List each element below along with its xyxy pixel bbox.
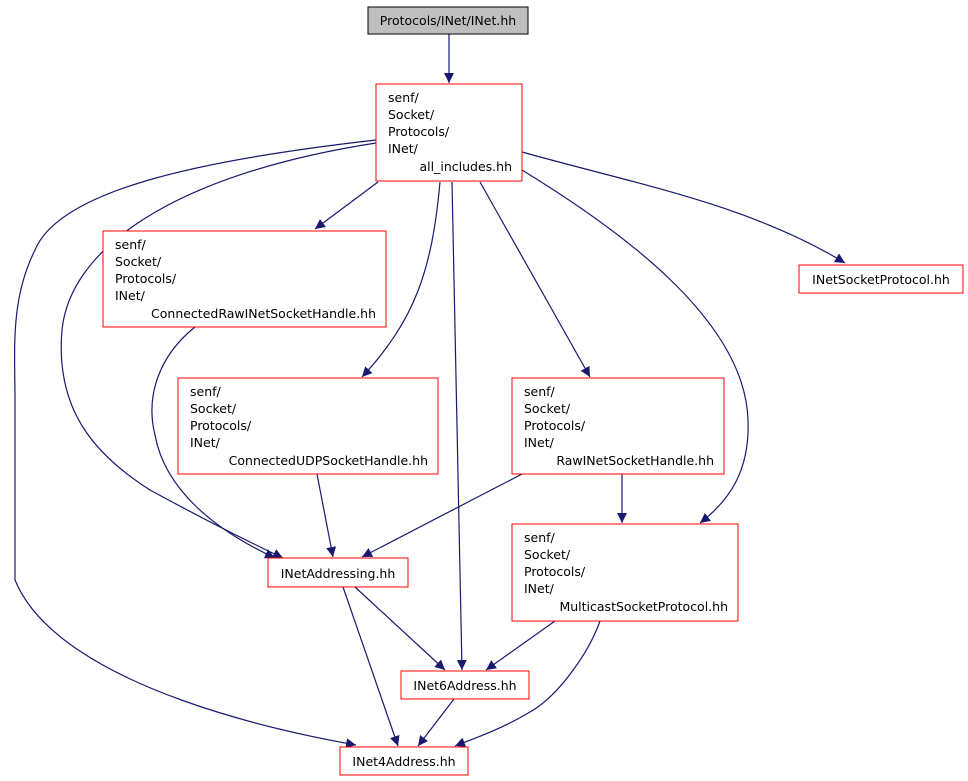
edge-all-includes-to-connected-raw xyxy=(314,181,379,230)
edge-inet-addressing-to-inet4 xyxy=(342,586,400,747)
node-root[interactable]: Protocols/INet/INet.hh xyxy=(367,6,529,35)
node-connected-raw-line: senf/ xyxy=(115,237,147,252)
node-all-includes-line: INet/ xyxy=(388,141,419,156)
node-connected-raw-line: Protocols/ xyxy=(115,271,177,286)
node-connected-raw-line: Socket/ xyxy=(115,254,162,269)
edge-connected-udp-to-inet-addressing xyxy=(316,473,337,558)
edge-all-includes-to-inet-addressing xyxy=(60,142,377,559)
node-connected-udp-line: Protocols/ xyxy=(190,418,252,433)
edge-multicast-to-inet6 xyxy=(485,620,556,671)
edge-inet-addressing-to-inet6 xyxy=(354,586,446,671)
node-raw-inet-line: senf/ xyxy=(524,384,556,399)
node-inet-addressing-label: INetAddressing.hh xyxy=(281,566,396,581)
edge-all-includes-to-connected-udp xyxy=(361,181,441,378)
node-root-label: Protocols/INet/INet.hh xyxy=(380,13,516,28)
node-multicast-line: MulticastSocketProtocol.hh xyxy=(559,599,728,614)
node-all-includes-line: senf/ xyxy=(388,90,420,105)
edge-inet6-to-inet4 xyxy=(417,698,455,747)
node-connected-udp-line: ConnectedUDPSocketHandle.hh xyxy=(229,453,428,468)
node-inet-socket-protocol[interactable]: INetSocketProtocol.hh xyxy=(798,264,964,294)
node-multicast-socket-protocol[interactable]: senf/ Socket/ Protocols/ INet/ Multicast… xyxy=(511,523,739,622)
edge-all-includes-to-raw-inet xyxy=(479,181,591,378)
edges xyxy=(13,34,846,749)
node-inet6-label: INet6Address.hh xyxy=(413,678,516,693)
node-connected-raw-line: INet/ xyxy=(115,288,146,303)
edge-connected-raw-to-inet-addressing xyxy=(151,326,276,559)
edge-all-includes-to-inet-socket-protocol xyxy=(521,151,846,264)
edge-all-includes-to-inet6 xyxy=(451,181,467,671)
node-multicast-line: Protocols/ xyxy=(524,564,586,579)
node-multicast-line: Socket/ xyxy=(524,547,571,562)
edge-multicast-to-inet4 xyxy=(454,620,601,747)
node-multicast-line: INet/ xyxy=(524,581,555,596)
node-all-includes-line: all_includes.hh xyxy=(420,159,512,174)
node-connected-udp-line: Socket/ xyxy=(190,401,237,416)
node-raw-inet-line: Socket/ xyxy=(524,401,571,416)
edge-all-includes-to-inet4 xyxy=(13,139,377,749)
node-all-includes-line: Protocols/ xyxy=(388,124,450,139)
node-all-includes[interactable]: senf/ Socket/ Protocols/ INet/ all_inclu… xyxy=(375,83,523,182)
node-inet-socket-protocol-label: INetSocketProtocol.hh xyxy=(812,272,950,287)
node-connected-udp-line: INet/ xyxy=(190,435,221,450)
node-raw-inet-line: RawINetSocketHandle.hh xyxy=(556,453,714,468)
node-connected-udp-socket-handle[interactable]: senf/ Socket/ Protocols/ INet/ Connected… xyxy=(177,377,439,475)
node-connected-udp-line: senf/ xyxy=(190,384,222,399)
node-connected-raw-line: ConnectedRawINetSocketHandle.hh xyxy=(151,306,376,321)
node-connected-raw-inet-socket-handle[interactable]: senf/ Socket/ Protocols/ INet/ Connected… xyxy=(102,230,387,328)
node-raw-inet-socket-handle[interactable]: senf/ Socket/ Protocols/ INet/ RawINetSo… xyxy=(511,377,725,475)
edge-raw-inet-to-inet-addressing xyxy=(361,473,523,558)
node-inet-addressing[interactable]: INetAddressing.hh xyxy=(267,557,409,588)
node-inet4-address[interactable]: INet4Address.hh xyxy=(339,746,469,776)
node-raw-inet-line: INet/ xyxy=(524,435,555,450)
node-raw-inet-line: Protocols/ xyxy=(524,418,586,433)
node-all-includes-line: Socket/ xyxy=(388,107,435,122)
node-inet4-label: INet4Address.hh xyxy=(352,754,455,769)
node-multicast-line: senf/ xyxy=(524,530,556,545)
edge-all-includes-to-multicast xyxy=(521,169,749,524)
node-inet6-address[interactable]: INet6Address.hh xyxy=(400,670,530,700)
